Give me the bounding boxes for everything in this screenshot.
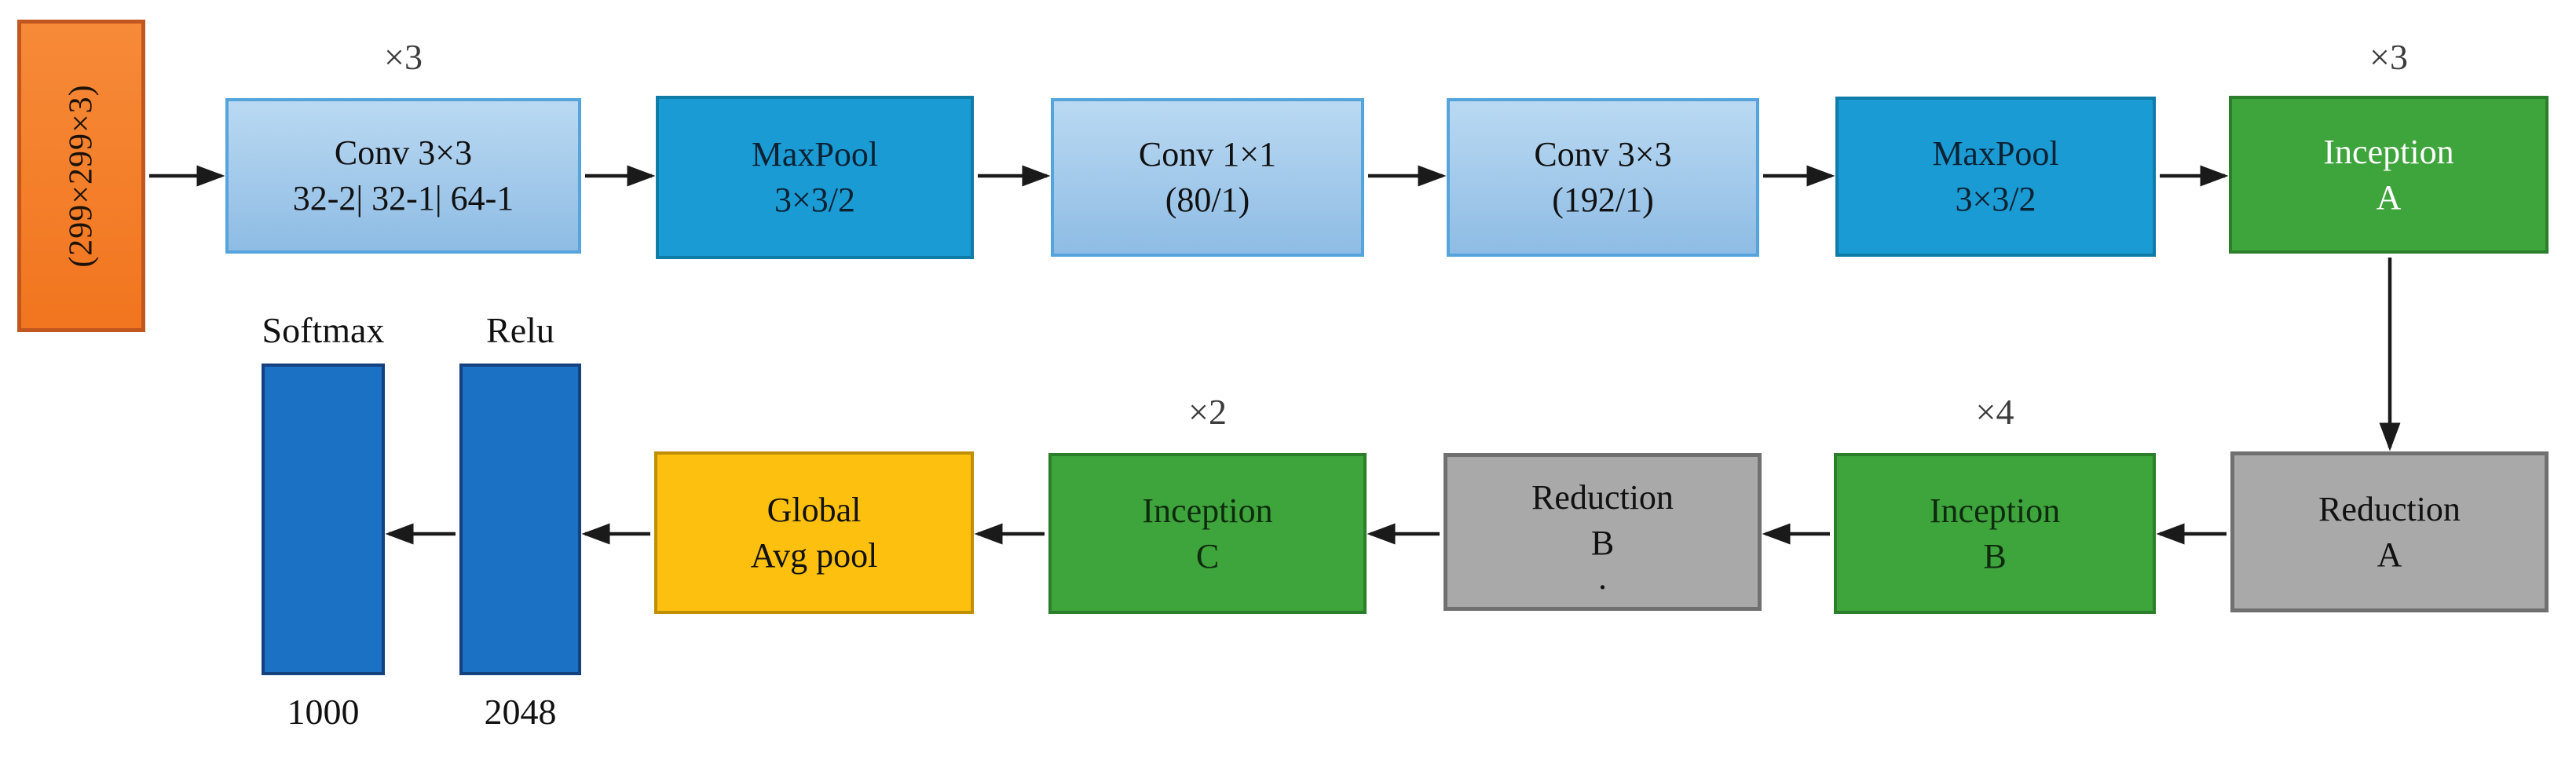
node-label-line1: Reduction xyxy=(2318,489,2461,528)
node-label-line2: Avg pool xyxy=(750,535,878,575)
node-inception-c: Inception C xyxy=(1048,453,1367,614)
node-reduction-b: Reduction B . xyxy=(1444,453,1762,611)
node-inception-b: Inception B xyxy=(1834,453,2156,614)
repeat-label-inception-b: ×4 xyxy=(1975,392,2014,432)
node-maxpool-1: MaxPool 3×3/2 xyxy=(656,96,974,259)
input-size-label: (299×299×3) xyxy=(63,84,100,268)
node-label-line1: Inception xyxy=(2323,132,2454,171)
relu-label: Relu xyxy=(486,310,554,350)
node-label-line2: 3×3/2 xyxy=(1955,180,2036,218)
repeat-label-inception-c: ×2 xyxy=(1188,392,1227,432)
node-input-image: (299×299×3) xyxy=(17,20,145,332)
softmax-bar xyxy=(262,364,385,675)
node-label-line1: Reduction xyxy=(1531,477,1674,517)
node-label-line2: (80/1) xyxy=(1165,181,1250,219)
node-label-line1: MaxPool xyxy=(1932,134,2059,173)
node-reduction-a: Reduction A xyxy=(2230,451,2549,612)
node-label-line2: A xyxy=(2377,535,2402,574)
node-label-line2: 3×3/2 xyxy=(774,181,856,219)
node-global-avg-pool: Global Avg pool xyxy=(654,451,974,614)
node-label-line2: B xyxy=(1590,523,1615,562)
node-label-line1: Global xyxy=(767,490,862,529)
softmax-units-label: 1000 xyxy=(287,692,360,732)
softmax-label: Softmax xyxy=(262,310,385,350)
node-conv-3x3-stem: Conv 3×3 32-2| 32-1| 64-1 xyxy=(225,98,581,254)
relu-bar xyxy=(459,364,581,675)
node-label-line2: B xyxy=(1983,536,2007,575)
repeat-label-inception-a: ×3 xyxy=(2369,37,2408,77)
node-label-line1: Inception xyxy=(1142,491,1273,530)
repeat-label-conv1: ×3 xyxy=(384,37,423,77)
node-label-line1: Inception xyxy=(1929,491,2061,530)
node-label-line3: . xyxy=(1598,557,1607,597)
node-label-line2: C xyxy=(1195,536,1220,575)
node-conv-3x3-192: Conv 3×3 (192/1) xyxy=(1447,98,1759,257)
node-inception-a: Inception A xyxy=(2229,96,2549,254)
node-label-line1: MaxPool xyxy=(751,135,879,174)
node-label-line2: (192/1) xyxy=(1552,181,1654,219)
node-label-line2: 32-2| 32-1| 64-1 xyxy=(292,179,514,217)
node-conv-1x1: Conv 1×1 (80/1) xyxy=(1051,98,1364,257)
node-label-line1: Conv 1×1 xyxy=(1138,135,1277,174)
node-label-line1: Conv 3×3 xyxy=(1534,135,1672,174)
relu-units-label: 2048 xyxy=(484,692,557,732)
node-maxpool-2: MaxPool 3×3/2 xyxy=(1835,97,2156,257)
node-label-line1: Conv 3×3 xyxy=(334,133,473,172)
node-label-line2: A xyxy=(2376,177,2402,217)
